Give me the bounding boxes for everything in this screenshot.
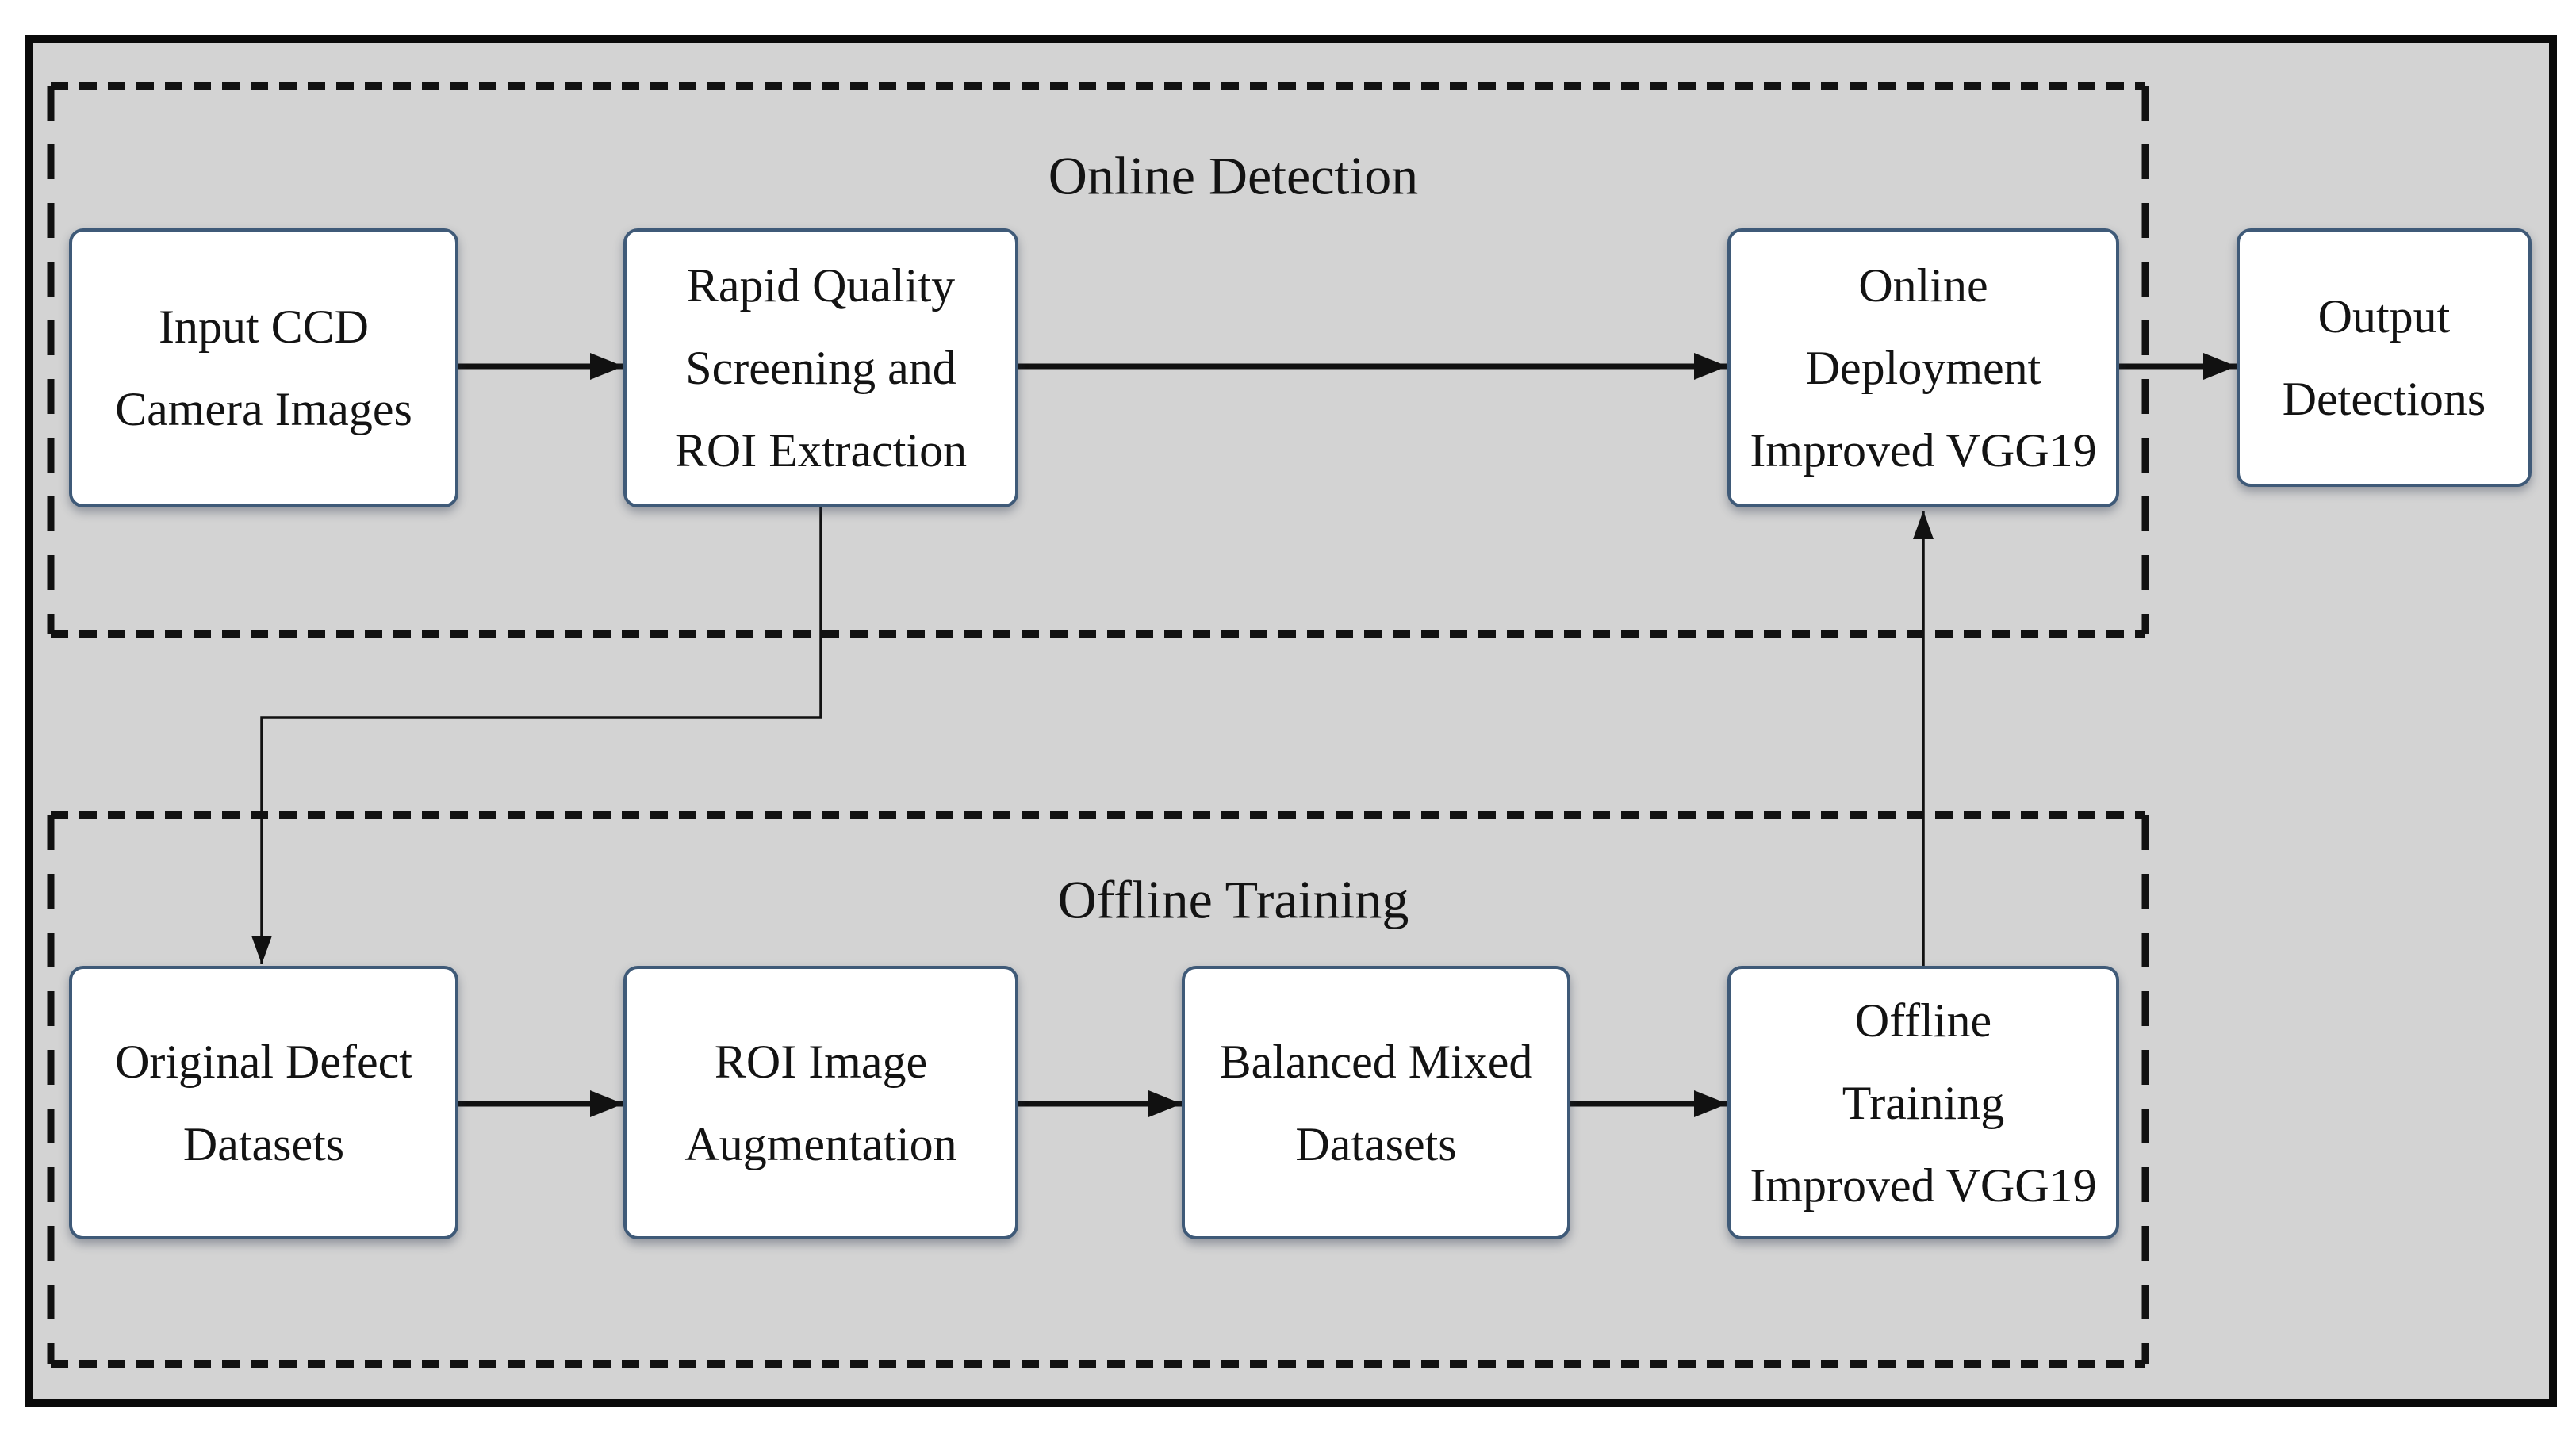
node-label: Input CCD Camera Images xyxy=(115,301,412,435)
node-input-ccd-camera-images: Input CCD Camera Images xyxy=(69,228,458,507)
node-label: ROI Image Augmentation xyxy=(684,1035,957,1170)
node-label: Output Detections xyxy=(2282,290,2486,425)
node-roi-image-augmentation: ROI Image Augmentation xyxy=(623,966,1018,1239)
node-label: Rapid Quality Screening and ROI Extracti… xyxy=(674,259,968,477)
offline-training-region-border xyxy=(47,811,2149,1368)
node-balanced-mixed-datasets: Balanced Mixed Datasets xyxy=(1182,966,1570,1239)
node-label: Online Deployment Improved VGG19 xyxy=(1750,259,2097,477)
node-label: Balanced Mixed Datasets xyxy=(1219,1035,1533,1170)
connector-rapid-to-original-datasets xyxy=(251,507,822,964)
node-online-deployment-vgg19: Online Deployment Improved VGG19 xyxy=(1727,228,2119,507)
node-original-defect-datasets: Original Defect Datasets xyxy=(69,966,458,1239)
region-title-online-detection: Online Detection xyxy=(1048,145,1419,206)
node-offline-training-vgg19: Offline Training Improved VGG19 xyxy=(1727,966,2119,1239)
online-detection-region-border xyxy=(47,82,2149,638)
node-rapid-quality-screening: Rapid Quality Screening and ROI Extracti… xyxy=(623,228,1018,507)
node-label: Offline Training Improved VGG19 xyxy=(1750,994,2097,1212)
node-output-detections: Output Detections xyxy=(2237,228,2532,487)
region-title-offline-training: Offline Training xyxy=(1057,869,1409,930)
node-label: Original Defect Datasets xyxy=(115,1035,412,1170)
